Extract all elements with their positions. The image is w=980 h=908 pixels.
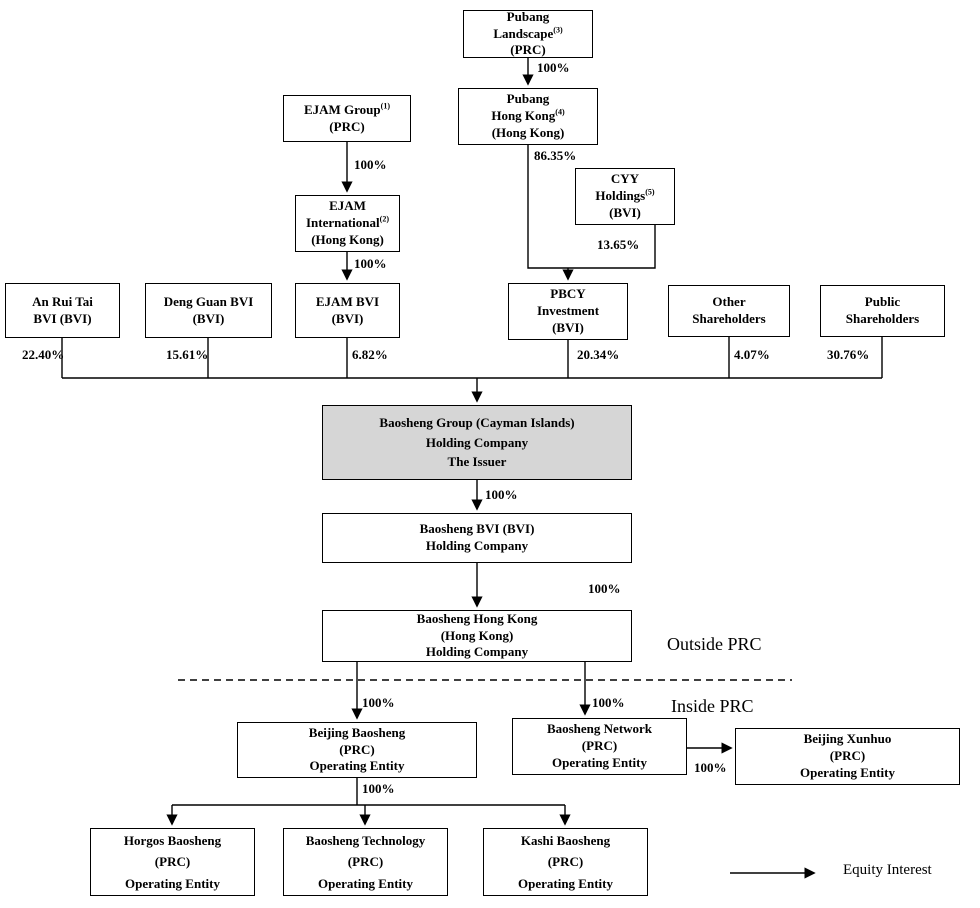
node-label: Baosheng Technology (PRC) Operating Enti… <box>305 833 426 891</box>
node-deng-guan-bvi: Deng Guan BVI (BVI) <box>145 283 272 338</box>
node-an-rui-tai-bvi: An Rui Tai BVI (BVI) <box>5 283 120 338</box>
pct-ejam-international-to-bvi: 100% <box>354 256 387 271</box>
edge-cyy-holdings-to-junction <box>568 225 656 269</box>
node-cyy-holdings: CYY Holdings(5) (BVI) <box>575 168 675 225</box>
footnote-ref: (1) <box>380 101 391 111</box>
node-label: EJAM International(2) (Hong Kong) <box>305 198 390 247</box>
node-label: Baosheng BVI (BVI) Holding Company <box>419 521 535 553</box>
pct-ejam-bvi: 6.82% <box>352 347 388 362</box>
footnote-ref: (5) <box>645 187 655 197</box>
node-label: Horgos Baosheng (PRC) Operating Entity <box>123 833 222 891</box>
node-label: Baosheng Hong Kong (Hong Kong) Holding C… <box>416 610 538 660</box>
node-label: Other Shareholders <box>692 294 766 326</box>
footnote-ref: (3) <box>553 25 563 35</box>
footnote-ref: (2) <box>379 214 390 224</box>
pct-pubang-landscape-to-hk: 100% <box>537 60 570 75</box>
pct-public-shareholders: 30.76% <box>827 347 870 362</box>
pct-other-shareholders: 4.07% <box>734 347 770 362</box>
node-ejam-group: EJAM Group(1) (PRC) <box>283 95 411 142</box>
node-baosheng-group-issuer: Baosheng Group (Cayman Islands) Holding … <box>322 405 632 480</box>
node-pubang-hong-kong: Pubang Hong Kong(4) (Hong Kong) <box>458 88 598 145</box>
pct-hk-to-network: 100% <box>592 695 625 710</box>
pct-pubang-hk-to-pbcy: 86.35% <box>534 148 577 163</box>
node-label: CYY Holdings(5) (BVI) <box>595 171 655 220</box>
node-pubang-landscape: Pubang Landscape(3) (PRC) <box>463 8 593 58</box>
node-beijing-baosheng: Beijing Baosheng (PRC) Operating Entity <box>237 722 477 778</box>
region-label-inside-prc: Inside PRC <box>671 696 754 716</box>
node-label: Kashi Baosheng (PRC) Operating Entity <box>518 833 613 891</box>
node-pbcy-investment: PBCY Investment (BVI) <box>508 283 628 340</box>
edge-pubang-hk-to-junction <box>527 145 568 269</box>
node-label: PBCY Investment (BVI) <box>536 286 600 335</box>
region-label-outside-prc: Outside PRC <box>667 634 762 654</box>
node-horgos-baosheng: Horgos Baosheng (PRC) Operating Entity <box>90 828 255 896</box>
node-label: Pubang Hong Kong(4) (Hong Kong) <box>491 91 565 140</box>
pct-hk-to-beijing-baosheng: 100% <box>362 695 395 710</box>
node-label: Public Shareholders <box>845 294 920 326</box>
node-label: Baosheng Network (PRC) Operating Entity <box>546 721 653 770</box>
pct-issuer-to-bvi: 100% <box>485 487 518 502</box>
node-ejam-bvi: EJAM BVI (BVI) <box>295 283 400 338</box>
legend-equity-interest-label: Equity Interest <box>843 862 932 878</box>
node-label: EJAM BVI (BVI) <box>315 293 380 326</box>
node-label: Beijing Xunhuo (PRC) Operating Entity <box>800 731 895 780</box>
node-label: EJAM Group(1) (PRC) <box>303 101 391 134</box>
footnote-ref: (4) <box>555 107 565 117</box>
node-other-shareholders: Other Shareholders <box>668 285 790 337</box>
pct-pbcy: 20.34% <box>577 347 620 362</box>
node-kashi-baosheng: Kashi Baosheng (PRC) Operating Entity <box>483 828 648 896</box>
node-label: Beijing Baosheng (PRC) Operating Entity <box>308 724 406 774</box>
node-label: Pubang Landscape(3) (PRC) <box>493 8 563 58</box>
pct-network-to-xunhuo: 100% <box>694 760 727 775</box>
pct-beijing-to-subsidiaries: 100% <box>362 781 395 796</box>
pct-deng-guan: 15.61% <box>166 347 209 362</box>
node-baosheng-hong-kong: Baosheng Hong Kong (Hong Kong) Holding C… <box>322 610 632 662</box>
node-baosheng-bvi: Baosheng BVI (BVI) Holding Company <box>322 513 632 563</box>
node-baosheng-network: Baosheng Network (PRC) Operating Entity <box>512 718 687 775</box>
node-ejam-international: EJAM International(2) (Hong Kong) <box>295 195 400 252</box>
pct-cyy-to-pbcy: 13.65% <box>597 237 640 252</box>
node-label: Deng Guan BVI (BVI) <box>163 293 254 326</box>
node-label: An Rui Tai BVI (BVI) <box>32 293 93 326</box>
pct-ejam-group-to-international: 100% <box>354 157 387 172</box>
node-beijing-xunhuo: Beijing Xunhuo (PRC) Operating Entity <box>735 728 960 785</box>
node-public-shareholders: Public Shareholders <box>820 285 945 337</box>
node-baosheng-technology: Baosheng Technology (PRC) Operating Enti… <box>283 828 448 896</box>
pct-bvi-to-hk: 100% <box>588 581 621 596</box>
node-label: Baosheng Group (Cayman Islands) Holding … <box>379 415 575 470</box>
pct-an-rui-tai: 22.40% <box>22 347 65 362</box>
